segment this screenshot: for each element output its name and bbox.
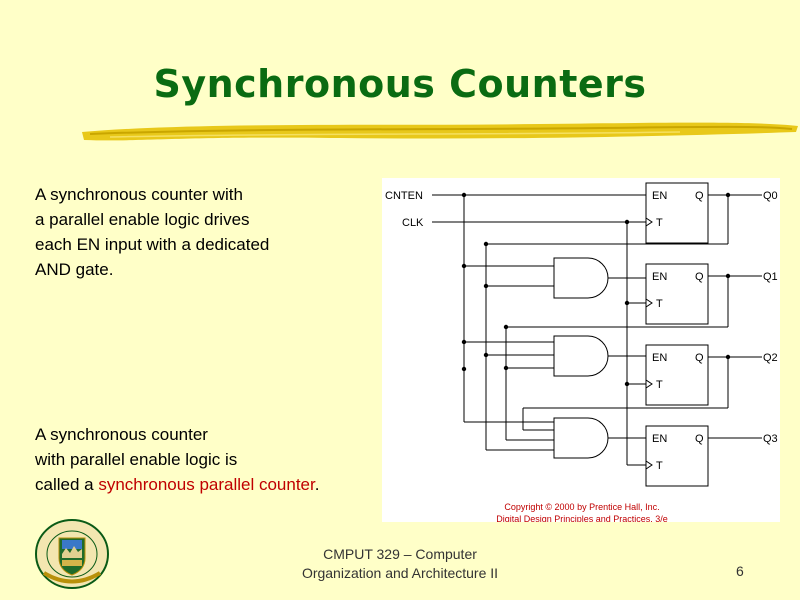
- output-label-q2: Q2: [763, 352, 778, 364]
- course-line: CMPUT 329 – Computer: [323, 546, 477, 562]
- course-footer: CMPUT 329 – Computer Organization and Ar…: [270, 545, 530, 583]
- copyright-notice: Copyright © 2000 by Prentice Hall, Inc.: [504, 502, 659, 512]
- slide-title: Synchronous Counters: [153, 62, 647, 106]
- title-underline-decoration: [82, 122, 798, 141]
- page-number: 6: [736, 563, 744, 579]
- en-pin-label: EN: [652, 271, 667, 283]
- circuit-diagram: CNTEN CLK EN Q T EN Q T EN Q T EN Q T Q0…: [382, 178, 780, 522]
- output-label-q0: Q0: [763, 190, 778, 202]
- definition-line: A synchronous counter: [35, 425, 208, 444]
- q-pin-label: Q: [695, 433, 704, 445]
- definition-line: called a synchronous parallel counter.: [35, 472, 375, 497]
- q-pin-label: Q: [695, 190, 704, 202]
- en-pin-label: EN: [652, 352, 667, 364]
- university-crest-logo: [35, 519, 109, 589]
- intro-line: A synchronous counter with: [35, 185, 243, 204]
- output-label-q1: Q1: [763, 271, 778, 283]
- en-pin-label: EN: [652, 190, 667, 202]
- t-pin-label: T: [656, 217, 663, 229]
- definition-line: with parallel enable logic is: [35, 450, 238, 469]
- intro-line: a parallel enable logic drives: [35, 210, 250, 229]
- t-pin-label: T: [656, 460, 663, 472]
- t-pin-label: T: [656, 298, 663, 310]
- definition-suffix: .: [314, 475, 320, 494]
- intro-line: AND gate.: [35, 260, 114, 279]
- course-line: Organization and Architecture II: [301, 565, 499, 581]
- q-pin-label: Q: [695, 352, 704, 364]
- t-pin-label: T: [656, 379, 663, 391]
- en-pin-label: EN: [652, 433, 667, 445]
- intro-line: each EN input with a dedicated: [35, 235, 270, 254]
- highlighted-term: synchronous parallel counter: [98, 475, 315, 494]
- definition-prefix: called a: [35, 475, 99, 494]
- definition-paragraph: A synchronous counter with parallel enab…: [35, 422, 375, 497]
- cnten-label: CNTEN: [385, 190, 423, 202]
- clk-label: CLK: [402, 217, 424, 229]
- q-pin-label: Q: [695, 271, 704, 283]
- intro-paragraph: A synchronous counter with a parallel en…: [35, 182, 375, 282]
- output-label-q3: Q3: [763, 433, 778, 445]
- source-credit: Digital Design Principles and Practices,…: [496, 514, 668, 522]
